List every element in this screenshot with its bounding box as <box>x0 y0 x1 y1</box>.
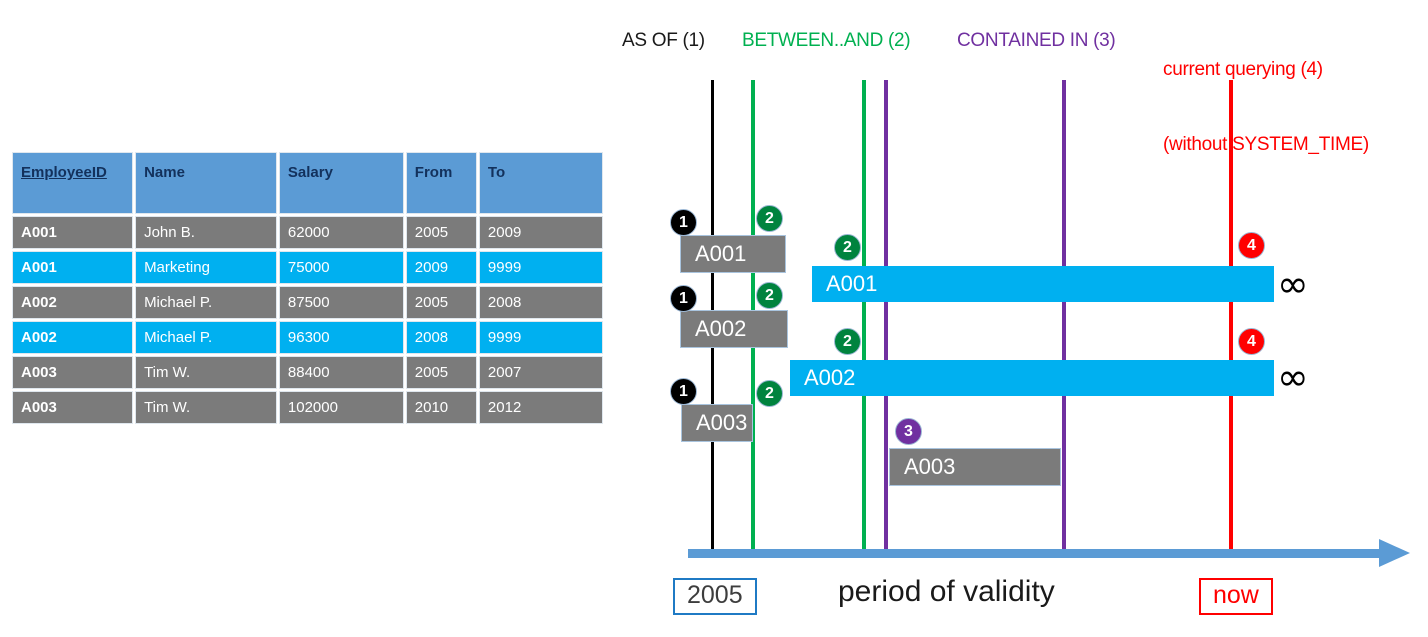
badge-3-a003: 3 <box>895 418 922 445</box>
cell-salary: 62000 <box>278 216 404 249</box>
cell-employeeid: A002 <box>12 321 134 354</box>
query-line-contained-end <box>1062 80 1066 554</box>
cell-salary: 102000 <box>278 391 404 424</box>
cell-salary: 75000 <box>278 251 404 284</box>
cell-to: 2007 <box>478 356 603 389</box>
axis-start-label: 2005 <box>673 578 757 616</box>
badge-2-a002: 2 <box>756 282 783 309</box>
bar-a003-historical-2: A003 <box>889 448 1061 486</box>
badge-2-a001: 2 <box>756 205 783 232</box>
cell-salary: 96300 <box>278 321 404 354</box>
bar-a002-current: A002 <box>790 360 1274 396</box>
query-line-between-end <box>862 80 866 554</box>
legend-between-and: BETWEEN..AND (2) <box>742 30 911 51</box>
badge-4-a002: 4 <box>1238 328 1265 355</box>
column-header-from: From <box>405 152 477 214</box>
query-line-between-start <box>751 80 755 554</box>
cell-name: Michael P. <box>135 286 277 319</box>
cell-to: 2012 <box>478 391 603 424</box>
timeline-axis <box>688 549 1381 558</box>
table-row: A001 John B. 62000 2005 2009 <box>12 216 603 249</box>
cell-name: Tim W. <box>135 356 277 389</box>
cell-from: 2005 <box>405 286 477 319</box>
cell-name: Michael P. <box>135 321 277 354</box>
infinity-icon-a001: ∞ <box>1277 262 1309 306</box>
legend-contained-in: CONTAINED IN (3) <box>957 30 1116 51</box>
legend-current-line2: (without SYSTEM_TIME) <box>1163 134 1369 155</box>
column-header-to: To <box>478 152 603 214</box>
badge-2-a001b: 2 <box>834 234 861 261</box>
query-line-contained-start <box>884 80 888 554</box>
cell-to: 2008 <box>478 286 603 319</box>
badge-1-a002: 1 <box>670 285 697 312</box>
badge-1-a001: 1 <box>670 209 697 236</box>
cell-name: Marketing <box>135 251 277 284</box>
table-row: A002 Michael P. 96300 2008 9999 <box>12 321 603 354</box>
bar-a002-historical: A002 <box>680 310 788 348</box>
bar-a001-historical: A001 <box>680 235 786 273</box>
badge-2-a003: 2 <box>756 380 783 407</box>
infinity-icon-a002: ∞ <box>1277 355 1309 399</box>
cell-to: 9999 <box>478 251 603 284</box>
table-row: A003 Tim W. 102000 2010 2012 <box>12 391 603 424</box>
bar-a003-historical-1: A003 <box>681 404 753 442</box>
cell-from: 2008 <box>405 321 477 354</box>
cell-employeeid: A003 <box>12 356 134 389</box>
legend-as-of: AS OF (1) <box>622 30 705 51</box>
cell-salary: 87500 <box>278 286 404 319</box>
table-row: A001 Marketing 75000 2009 9999 <box>12 251 603 284</box>
column-header-from-label: From <box>414 164 453 181</box>
cell-from: 2005 <box>405 356 477 389</box>
cell-to: 2009 <box>478 216 603 249</box>
column-header-to-label: To <box>487 164 506 181</box>
axis-caption: period of validity <box>838 575 1055 608</box>
legend-current-querying: current querying (4) (without SYSTEM_TIM… <box>1163 7 1369 207</box>
cell-employeeid: A001 <box>12 251 134 284</box>
cell-from: 2010 <box>405 391 477 424</box>
timeline-arrow-icon <box>1379 539 1410 567</box>
cell-employeeid: A003 <box>12 391 134 424</box>
column-header-name-label: Name <box>144 164 185 181</box>
column-header-employeeid: EmployeeID <box>12 152 134 214</box>
badge-1-a003: 1 <box>670 378 697 405</box>
query-line-now <box>1229 80 1233 554</box>
table-row: A002 Michael P. 87500 2005 2008 <box>12 286 603 319</box>
cell-from: 2005 <box>405 216 477 249</box>
query-line-as-of <box>711 80 714 554</box>
cell-to: 9999 <box>478 321 603 354</box>
legend-current-line1: current querying (4) <box>1163 59 1323 80</box>
bar-a001-current: A001 <box>812 266 1274 302</box>
table-row: A003 Tim W. 88400 2005 2007 <box>12 356 603 389</box>
cell-employeeid: A002 <box>12 286 134 319</box>
badge-2-a002b: 2 <box>834 328 861 355</box>
employee-temporal-table: EmployeeID Name Salary From To A001 John… <box>10 150 605 426</box>
cell-employeeid: A001 <box>12 216 134 249</box>
cell-name: Tim W. <box>135 391 277 424</box>
badge-4-a001: 4 <box>1238 232 1265 259</box>
axis-now-label: now <box>1199 578 1273 616</box>
table-header-row: EmployeeID Name Salary From To <box>12 152 603 214</box>
column-header-name: Name <box>135 152 277 214</box>
cell-from: 2009 <box>405 251 477 284</box>
column-header-salary: Salary <box>278 152 404 214</box>
column-header-employeeid-label: EmployeeID <box>21 164 107 181</box>
cell-salary: 88400 <box>278 356 404 389</box>
column-header-salary-label: Salary <box>287 164 333 181</box>
cell-name: John B. <box>135 216 277 249</box>
